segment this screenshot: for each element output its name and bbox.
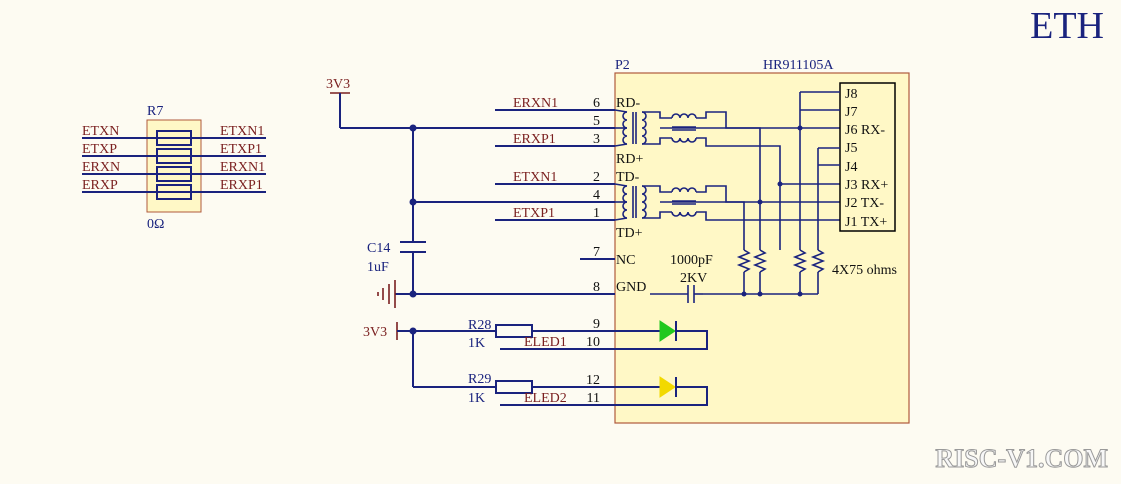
pin-number: 2 [593, 170, 600, 185]
watermark: RISC-V1.COM [935, 444, 1108, 473]
pin-label: TD- [616, 170, 640, 185]
r28-resistor: R28 1K [468, 318, 533, 351]
r29-value: 1K [468, 391, 485, 406]
r7-resistor-4 [156, 184, 192, 200]
r7-left-net: ERXP [82, 178, 118, 193]
r7-resistor-2 [156, 148, 192, 164]
pin-number: 4 [593, 188, 600, 203]
r7-left-net: ERXN [82, 160, 120, 175]
r28-value: 1K [468, 336, 485, 351]
pin-label: NC [616, 253, 635, 268]
pin-number: 5 [593, 114, 600, 129]
r7-resistor-1 [156, 130, 192, 146]
jack-pin-label: J6 RX- [845, 123, 885, 138]
tx-transformer [614, 183, 840, 221]
pin-label: TD+ [616, 226, 643, 241]
resistor-note: 4X75 ohms [832, 263, 897, 278]
pin-net: ETXP1 [513, 206, 555, 221]
pin-number: 9 [593, 317, 600, 332]
resistor-75-3 [792, 249, 808, 273]
pin-number: 8 [593, 280, 600, 295]
c14-value: 1uF [367, 260, 389, 275]
led-green [615, 320, 708, 350]
svg-text:3V3: 3V3 [326, 77, 350, 92]
pin-label: GND [616, 280, 646, 295]
r7-right-net: ETXN1 [220, 124, 264, 139]
pin-net: ELED2 [524, 391, 567, 406]
cap-voltage: 2KV [680, 271, 707, 286]
r7-right-net: ERXP1 [220, 178, 263, 193]
power-3v3-bottom: 3V3 [363, 322, 413, 340]
r7-right-net: ERXN1 [220, 160, 265, 175]
resistor-75-1 [736, 249, 752, 273]
pin-number: 3 [593, 132, 600, 147]
pin-net: ELED1 [524, 335, 567, 350]
resistor-75-4 [810, 249, 826, 273]
r29-resistor: R29 1K [468, 372, 533, 406]
r28-ref: R28 [468, 318, 491, 333]
r7-value: 0Ω [147, 217, 164, 232]
led-yellow [615, 376, 708, 406]
r7-left-net: ETXP [82, 142, 117, 157]
pin-net: ERXN1 [513, 96, 558, 111]
jack-pin-label: J3 RX+ [845, 178, 888, 193]
p2-part: HR911105A [763, 58, 834, 73]
jack-pin-label: J4 [845, 160, 857, 175]
r7-right-net: ETXP1 [220, 142, 262, 157]
ground-symbol [377, 280, 396, 308]
power-3v3-top: 3V3 [326, 77, 350, 128]
pin-net: ETXN1 [513, 170, 557, 185]
r7-ref: R7 [147, 104, 163, 119]
r7-left-net: ETXN [82, 124, 119, 139]
rj45-jack-pins: J8 J7 J6 RX- J5 J4 J3 RX+ J2 TX- J1 TX+ [800, 82, 896, 232]
c14-capacitor: C14 1uF [367, 241, 426, 294]
pin-net: ERXP1 [513, 132, 556, 147]
pin-number: 12 [586, 373, 600, 388]
jack-pin-label: J8 [845, 87, 857, 102]
pin-number: 10 [586, 335, 600, 350]
pin-number: 11 [587, 391, 600, 406]
page-title: ETH [1030, 5, 1104, 47]
jack-pin-label: J2 TX- [845, 196, 884, 211]
p2-module-body [614, 72, 910, 424]
pin-number: 1 [593, 206, 600, 221]
jack-pin-label: J7 [845, 105, 857, 120]
r7-resistor-array: R7 0Ω ETXN ETXP ERXN ERXP ETXN1 ETXP1 ER… [82, 104, 266, 232]
c14-ref: C14 [367, 241, 390, 256]
cap-value: 1000pF [670, 253, 713, 268]
pin-number: 6 [593, 96, 600, 111]
pin-label: RD+ [616, 152, 643, 167]
svg-text:3V3: 3V3 [363, 325, 387, 340]
jack-pin-label: J1 TX+ [845, 215, 887, 230]
termination-resistors: 4X75 ohms [660, 92, 897, 297]
hv-capacitor: 1000pF 2KV [650, 253, 713, 303]
r7-resistor-3 [156, 166, 192, 182]
jack-pin-label: J5 [845, 141, 857, 156]
r29-ref: R29 [468, 372, 491, 387]
pin-label: RD- [616, 96, 640, 111]
resistor-75-2 [752, 249, 768, 273]
jack-box [839, 82, 896, 232]
p2-ref: P2 [615, 58, 630, 73]
pin-number: 7 [593, 245, 600, 260]
